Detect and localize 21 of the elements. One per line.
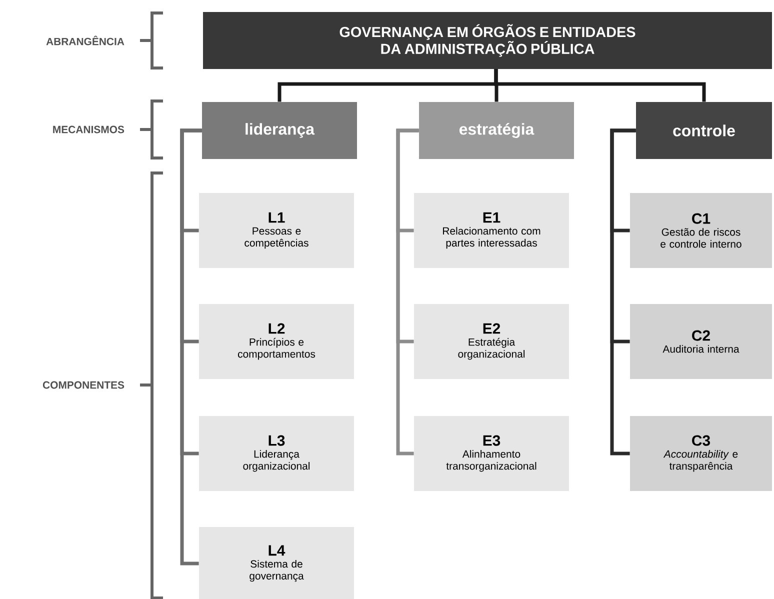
- level-label: MECANISMOS: [53, 126, 124, 134]
- component-box: L4 Sistema de governança: [199, 527, 354, 599]
- mechanism-box: controle: [636, 102, 772, 159]
- title-box: GOVERNANÇA EM ÓRGÃOS E ENTIDADES DA ADMINISTRAÇÃO PÚBLICA: [203, 12, 772, 69]
- component-box: L1 Pessoas e competências: [199, 193, 354, 268]
- mechanism-box: estratégia: [419, 102, 574, 159]
- component-box: L2 Princípios e comportamentos: [199, 304, 354, 379]
- component-box: E1 Relacionamento com partes interessadas: [414, 193, 569, 268]
- component-box: C2 Auditoria interna: [630, 304, 772, 379]
- connector-line: [396, 128, 419, 456]
- level-label: ABRANGÊNCIA: [46, 36, 124, 46]
- component-box: E3 Alinhamento transorganizacional: [414, 416, 569, 491]
- connector-line: [494, 69, 706, 102]
- connector-line: [180, 128, 202, 566]
- component-box: C1 Gestão de riscos e controle interno: [630, 193, 772, 268]
- component-box: L3 Liderança organizacional: [199, 416, 354, 491]
- mechanism-box: liderança: [202, 102, 357, 159]
- component-box: C3 Accountability e transparência: [630, 416, 772, 491]
- component-box: E2 Estratégia organizacional: [414, 304, 569, 379]
- level-label: COMPONENTES: [42, 381, 124, 389]
- connector-line: [610, 128, 636, 456]
